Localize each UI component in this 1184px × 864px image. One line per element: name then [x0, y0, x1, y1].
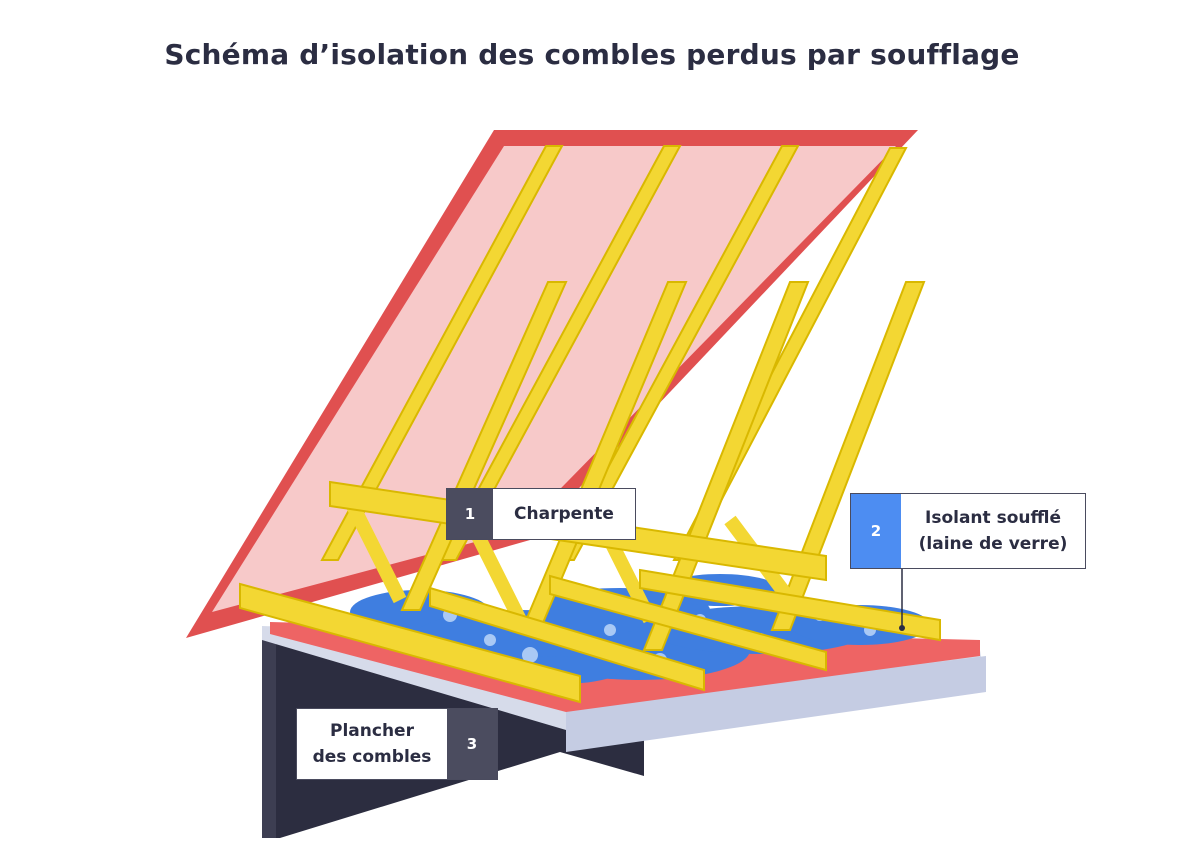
- label-1-number: 1: [447, 489, 493, 539]
- label-2-number: 2: [851, 494, 901, 568]
- label-1-text: Charpente: [514, 504, 614, 524]
- label-2-leader-dot: [899, 625, 905, 631]
- label-plancher: Plancher des combles 3: [296, 708, 498, 780]
- floor-support-side: [262, 630, 276, 838]
- floor-joists: [239, 568, 941, 704]
- label-isolant: 2 Isolant soufflé (laine de verre): [850, 493, 1086, 569]
- label-3-number: 3: [447, 709, 497, 779]
- label-charpente: 1 Charpente: [446, 488, 636, 540]
- diagram-title: Schéma d’isolation des combles perdus pa…: [164, 38, 1020, 71]
- label-3-text: Plancher des combles: [312, 721, 432, 767]
- label-2-text: Isolant soufflé (laine de verre): [918, 508, 1068, 554]
- floor-slab-edge: [566, 656, 986, 752]
